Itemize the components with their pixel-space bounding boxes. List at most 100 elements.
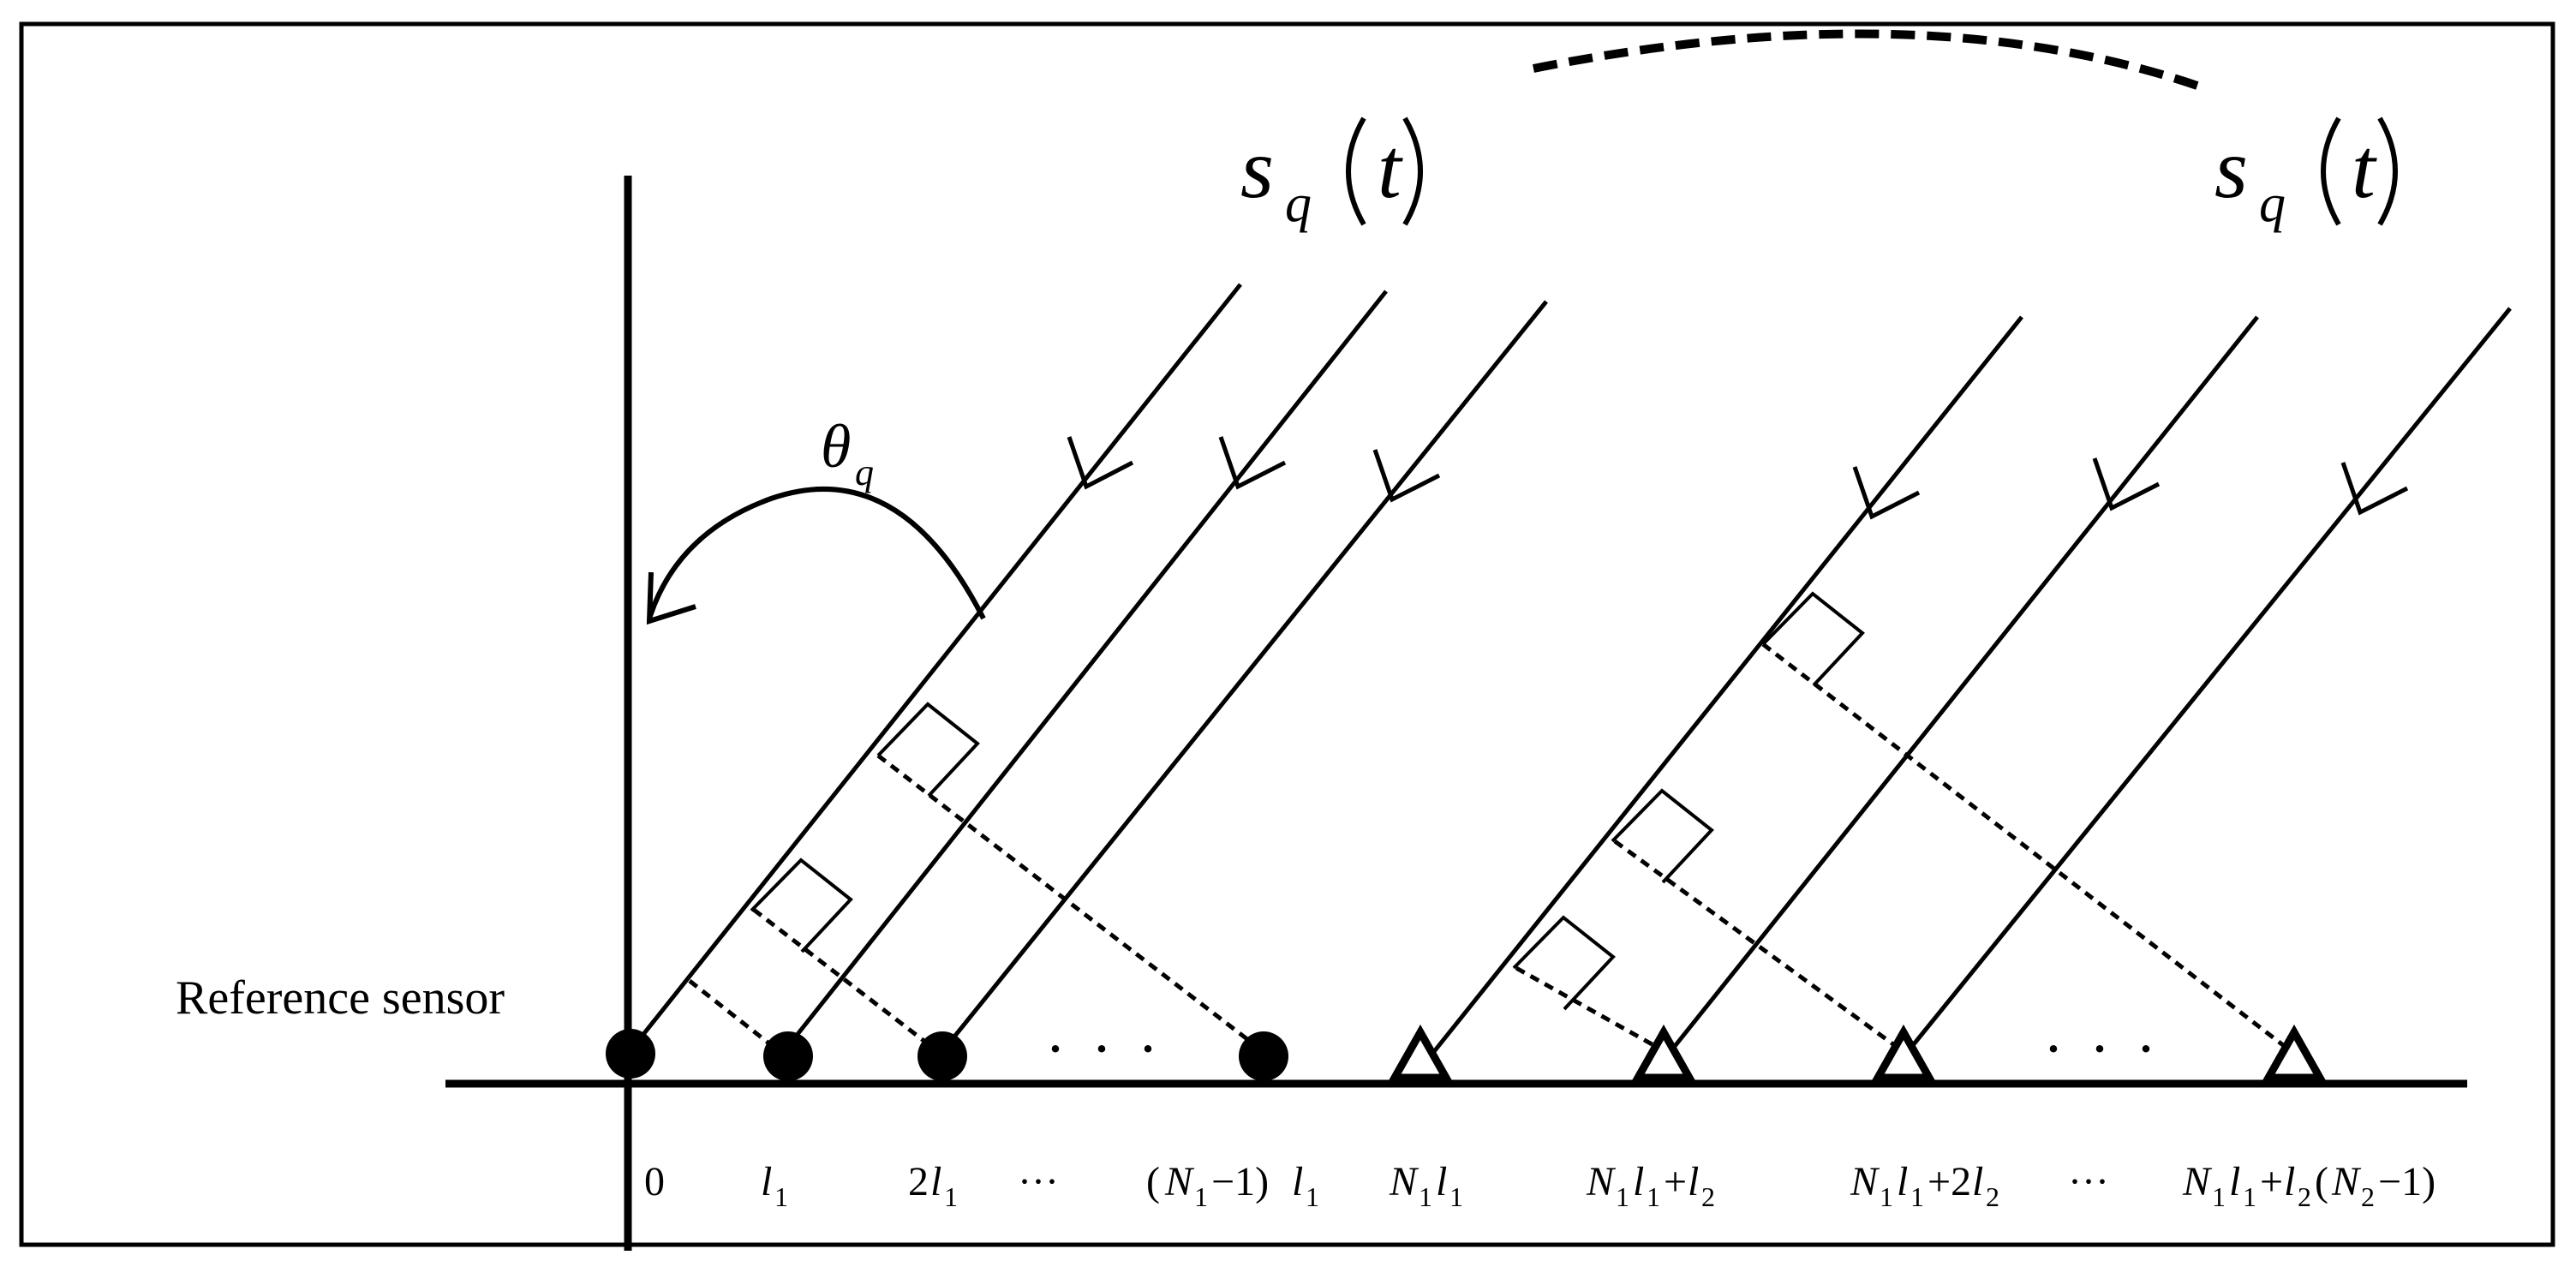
sensor-circle [917, 1031, 967, 1081]
pos-l: l [1688, 1159, 1699, 1204]
signal-label-right: s q t [2214, 117, 2398, 233]
ray-arrowheads-subarray-1 [1067, 436, 1441, 503]
signal-symbol: s [1240, 121, 1274, 216]
pos-l: l [1972, 1159, 1983, 1204]
pos-label-0: 0 [644, 1159, 665, 1204]
reference-sensor-label: Reference sensor [176, 971, 505, 1025]
sensor-circle [606, 1029, 655, 1079]
arrowhead [1067, 436, 1134, 490]
pos-sub: 1 [1449, 1181, 1463, 1212]
ray [780, 290, 1388, 1055]
angle-arc [647, 486, 986, 620]
ray-arrowheads-subarray-2 [1852, 457, 2409, 520]
pos-sub: 1 [1647, 1181, 1660, 1212]
position-labels: 0 l 1 2 l 1 ··· ( N 1 −1) l 1 N 1 l 1 N … [644, 1159, 2436, 1212]
pos-sub: 2 [1986, 1181, 1999, 1212]
pos-N: N [2331, 1159, 2362, 1204]
right-angle-marker [876, 702, 980, 798]
pos-sub: 1 [774, 1181, 788, 1212]
incident-rays-subarray-2 [1431, 307, 2512, 1055]
pos-sub: 2 [2361, 1181, 2375, 1212]
pos-coef: 2 [908, 1159, 929, 1204]
theta-subscript: q [855, 451, 874, 493]
sensor-triangle [1631, 1024, 1696, 1082]
ray [939, 300, 1548, 1055]
projection-line [876, 754, 1268, 1055]
array-ellipsis-1: · · · [1045, 1014, 1163, 1083]
pos-sub: 1 [1616, 1181, 1629, 1212]
sensor-triangle [2262, 1024, 2327, 1082]
pos-label-2l1: 2 l 1 [908, 1159, 958, 1212]
paren-open [2321, 117, 2341, 226]
pos-sub: 1 [1910, 1181, 1924, 1212]
pos-N: N [2182, 1159, 2213, 1204]
projection-line [1515, 965, 1671, 1056]
signal-subscript: q [2259, 175, 2286, 233]
pos-sub: 2 [2298, 1181, 2311, 1212]
subarray-2-sensors [1388, 1024, 2327, 1082]
pos-l: l [1292, 1159, 1303, 1204]
signal-symbol: s [2214, 121, 2248, 216]
arrowhead [1372, 449, 1441, 503]
sensor-triangle [1388, 1024, 1453, 1082]
figure-frame [19, 21, 2555, 1247]
angle-label: θ q [821, 412, 874, 493]
projection-line [752, 908, 942, 1055]
pos-plus: + [1664, 1159, 1687, 1204]
pos-N: N [1850, 1159, 1880, 1204]
pos-label-l1: l 1 [761, 1159, 788, 1212]
arrowhead [2340, 462, 2409, 516]
right-angle-markers [750, 591, 1865, 1011]
pos-plus: + [2260, 1159, 2283, 1204]
signal-label-left: s q t [1240, 117, 1423, 233]
pos-l: l [930, 1159, 941, 1204]
ray [1904, 307, 2512, 1055]
incident-rays-subarray-1 [626, 283, 1548, 1055]
subarray-1-sensors [606, 1029, 1288, 1081]
paren-open [1346, 117, 1366, 226]
paren-close [1402, 117, 1423, 226]
projection-line [688, 979, 784, 1055]
pos-l: l [2229, 1159, 2240, 1204]
pos-l: l [2284, 1159, 2295, 1204]
pos-N: N [1389, 1159, 1419, 1204]
pos-sub: 1 [1419, 1181, 1432, 1212]
theta-symbol: θ [821, 412, 851, 481]
pos-sub: 1 [2212, 1181, 2226, 1212]
right-angle-marker [1611, 788, 1714, 884]
signal-argument: t [1378, 121, 1403, 216]
pos-sub: 1 [944, 1181, 958, 1212]
pos-open: ( [2315, 1159, 2328, 1204]
right-angle-marker [1761, 591, 1865, 687]
arrowhead [1218, 436, 1287, 490]
pos-sub: 1 [1194, 1181, 1208, 1212]
pos-l: l [761, 1159, 772, 1204]
ray [1431, 315, 2023, 1055]
pos-N: N [1164, 1159, 1195, 1204]
pos-open: ( [1146, 1159, 1160, 1204]
ray [1667, 315, 2259, 1055]
pos-label-n1l1: N 1 l 1 [1389, 1159, 1463, 1212]
dashed-arc [1533, 29, 2199, 90]
sensor-circle [1239, 1031, 1288, 1081]
sensor-circle [763, 1031, 813, 1081]
arrowhead [2092, 457, 2161, 511]
pos-l: l [1436, 1159, 1447, 1204]
paren-close [2377, 117, 2398, 226]
pos-plus2: +2 [1928, 1159, 1971, 1204]
right-angle-marker [1512, 915, 1616, 1011]
angle-arrowhead [646, 571, 696, 625]
pos-label-n1l1-plus-l2-n2-minus-1: N 1 l 1 + l 2 ( N 2 −1) [2182, 1159, 2436, 1212]
pos-sub: 2 [1701, 1181, 1715, 1212]
pos-label-dots-1: ··· [1018, 1159, 1059, 1204]
pos-minus: −1) [2378, 1159, 2436, 1204]
array-ellipsis-2: · · · [2043, 1014, 2161, 1083]
projection-line [1761, 642, 2296, 1055]
pos-l: l [1633, 1159, 1644, 1204]
right-angle-marker [750, 858, 853, 953]
signal-subscript: q [1285, 175, 1312, 233]
pos-label-n1-minus-1-l1: ( N 1 −1) l 1 [1146, 1159, 1319, 1212]
sensor-triangle [1871, 1024, 1936, 1082]
pos-sub: 1 [1306, 1181, 1319, 1212]
